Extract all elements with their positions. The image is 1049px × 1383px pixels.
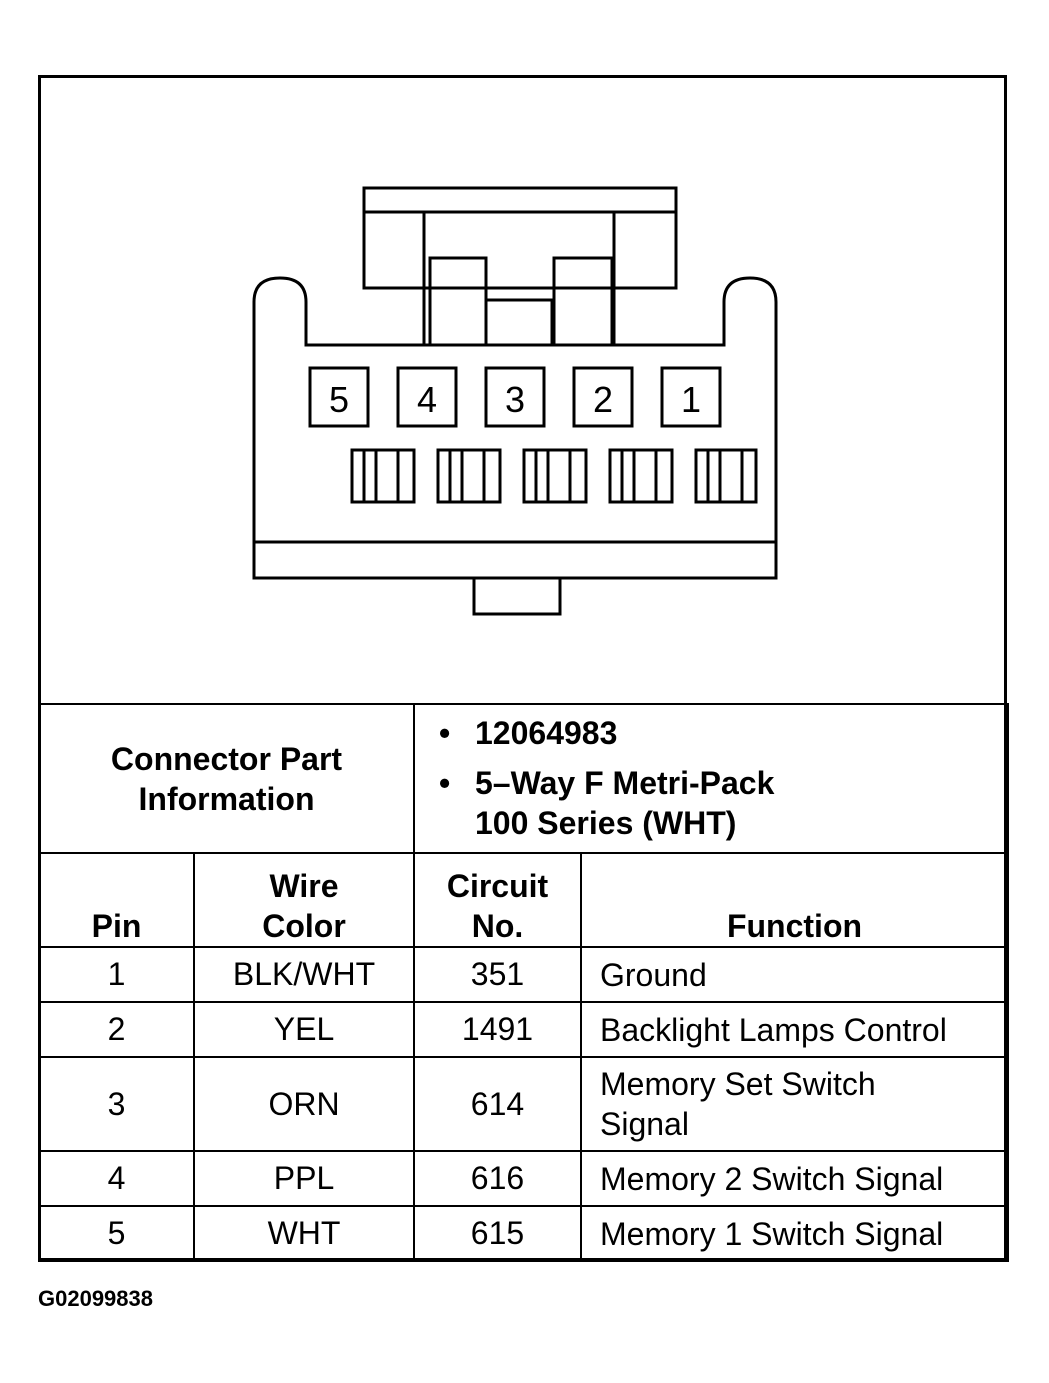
terminal-cavity-3 <box>522 448 588 504</box>
pin-box-3 <box>484 366 546 428</box>
header-function: Function <box>580 852 1009 948</box>
cell-circuit: 614 <box>413 1056 582 1152</box>
pin-label: 3 <box>505 379 525 420</box>
connector-type-line: 100 Series (WHT) <box>475 805 737 841</box>
pin-label: 2 <box>593 379 613 420</box>
pin-label: 1 <box>681 379 701 420</box>
cell-function: Ground <box>580 946 1009 1003</box>
cell-pin: 5 <box>38 1205 195 1262</box>
cell-circuit: 351 <box>413 946 582 1003</box>
terminal-cavity-5 <box>350 448 416 504</box>
cell-wire-color: BLK/WHT <box>193 946 415 1003</box>
pin-box-4 <box>396 366 458 428</box>
pin-box-1 <box>660 366 722 428</box>
cell-pin: 4 <box>38 1150 195 1207</box>
pin-label-boxes <box>308 366 722 428</box>
pin-label: 4 <box>417 379 437 420</box>
cell-wire-color: YEL <box>193 1001 415 1058</box>
terminal-cavity-1 <box>694 448 758 504</box>
table-row: 4 PPL 616 Memory 2 Switch Signal <box>38 1150 1009 1207</box>
part-info-label-line: Information <box>138 780 315 817</box>
bullet-icon: • <box>439 715 451 751</box>
part-info-label: Connector Part Information <box>38 703 415 854</box>
cell-function: Memory Set Switch Signal <box>580 1056 1009 1152</box>
part-info-values: • 12064983 • 5–Way F Metri-Pack 100 Seri… <box>413 703 1009 854</box>
table-row: 2 YEL 1491 Backlight Lamps Control <box>38 1001 1009 1058</box>
cell-pin: 1 <box>38 946 195 1003</box>
connector-body <box>252 276 778 616</box>
part-number-text: 12064983 <box>475 715 618 751</box>
cell-circuit: 616 <box>413 1150 582 1207</box>
cell-circuit: 1491 <box>413 1001 582 1058</box>
connector-latch <box>362 186 678 345</box>
header-wire-color: Wire Color <box>193 852 415 948</box>
table-row: 3 ORN 614 Memory Set Switch Signal <box>38 1056 1009 1152</box>
table-row: 5 WHT 615 Memory 1 Switch Signal <box>38 1205 1009 1262</box>
pin-box-2 <box>572 366 634 428</box>
cell-wire-color: WHT <box>193 1205 415 1262</box>
cell-wire-color: ORN <box>193 1056 415 1152</box>
figure-code: G02099838 <box>38 1286 153 1311</box>
connector-part-info-table: Connector Part Information • 12064983 • … <box>38 703 1009 854</box>
terminal-cavity-2 <box>608 448 674 504</box>
part-info-label-line: Connector Part <box>110 740 343 777</box>
connector-face-drawing: 5 4 3 2 1 <box>252 186 778 616</box>
bullet-icon: • <box>439 765 451 801</box>
pin-box-5 <box>308 366 370 428</box>
cell-wire-color: PPL <box>193 1150 415 1207</box>
pin-label: 5 <box>329 379 349 420</box>
terminal-cavity-4 <box>436 448 502 504</box>
pinout-header-row: Pin Wire Color Circuit No. Function <box>38 852 1009 948</box>
cell-pin: 2 <box>38 1001 195 1058</box>
header-circuit-no: Circuit No. <box>413 852 582 948</box>
connector-type-line: 5–Way F Metri-Pack <box>475 765 775 801</box>
cell-function: Memory 1 Switch Signal <box>580 1205 1009 1262</box>
header-pin: Pin <box>38 852 195 948</box>
cell-pin: 3 <box>38 1056 195 1152</box>
pinout-table: Pin Wire Color Circuit No. Function 1 BL… <box>38 852 1009 1262</box>
cell-circuit: 615 <box>413 1205 582 1262</box>
terminal-cavities <box>350 448 758 504</box>
connector-type: • 5–Way F Metri-Pack 100 Series (WHT) <box>439 763 1007 843</box>
cell-function: Backlight Lamps Control <box>580 1001 1009 1058</box>
part-number: • 12064983 <box>439 713 1007 753</box>
cell-function: Memory 2 Switch Signal <box>580 1150 1009 1207</box>
table-row: 1 BLK/WHT 351 Ground <box>38 946 1009 1003</box>
